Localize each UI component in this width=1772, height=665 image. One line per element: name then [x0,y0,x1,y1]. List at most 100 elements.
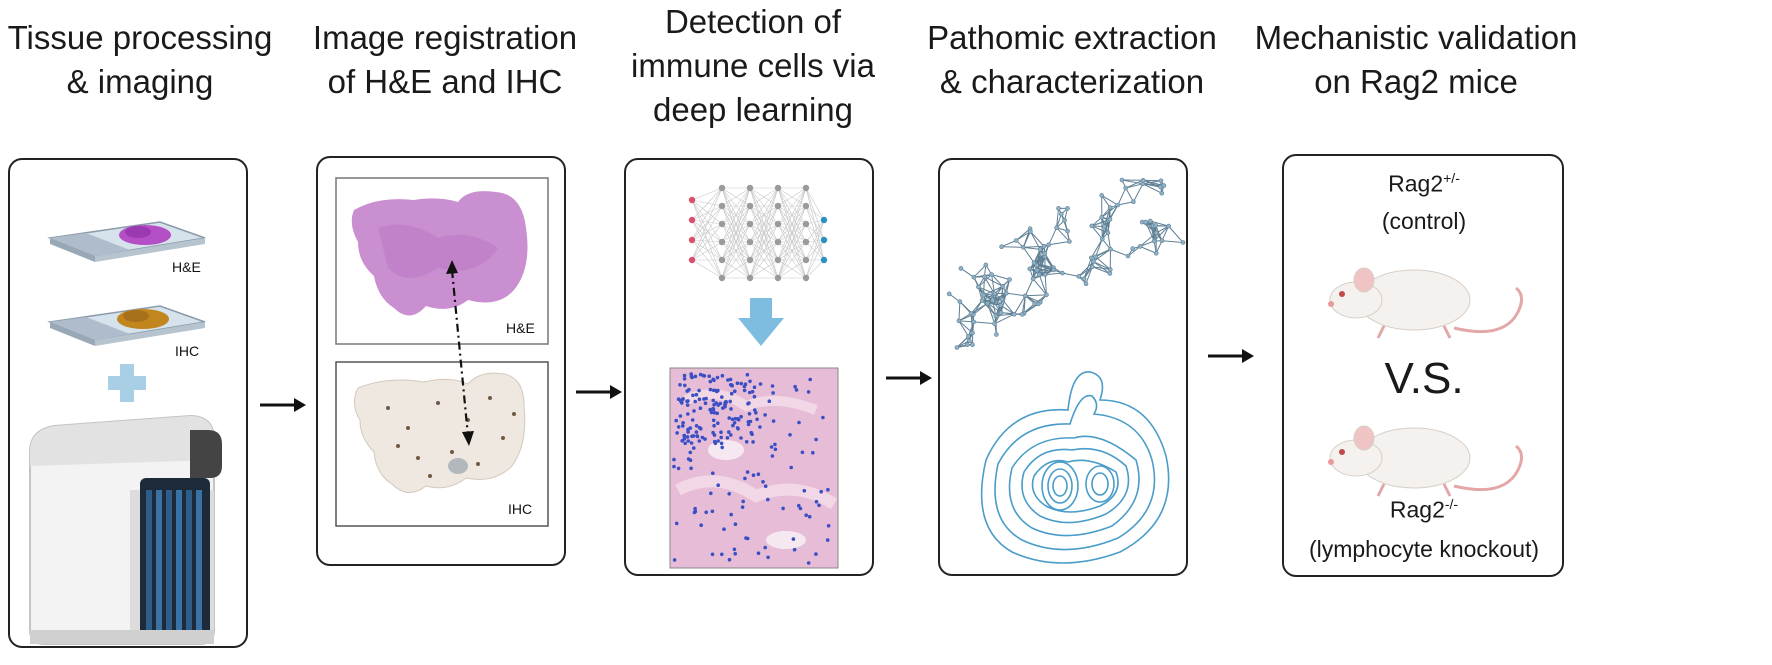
cell-node [1065,206,1070,211]
panel-pathomic-extraction [938,158,1188,576]
immune-cell-dot [708,379,713,384]
immune-cell-dot [707,374,711,378]
immune-cell-dot [674,521,679,526]
cell-node [1027,266,1033,272]
immune-cell-dot [719,430,723,435]
immune-cell-dot [720,552,724,557]
cell-node [998,303,1004,308]
immune-cell-dot [745,372,750,377]
cell-node [1158,178,1164,184]
immune-cell-dot [821,415,825,420]
cell-node [1021,245,1026,250]
immune-cell-dot [806,561,811,565]
cell-node [966,338,972,343]
immune-cell-dot [773,442,777,447]
nn-node [746,184,754,192]
cell-node [1007,277,1012,282]
immune-cell-dot [758,425,762,429]
cell-node [1028,229,1033,234]
panel-image-registration: H&E IHC [316,156,566,566]
immune-cell-dot [800,450,805,455]
cell-node [1131,199,1136,205]
cell-node [1148,218,1153,224]
immune-cell-dot [819,489,823,494]
immune-cell-dot [789,465,793,470]
immune-cell-dot [702,374,707,378]
cell-node [993,313,999,319]
nn-node [774,274,782,282]
cell-node [1153,223,1158,228]
immune-cell-dot [752,394,757,399]
immune-cell-dot [702,397,706,401]
cell-node [1013,238,1019,243]
flow-arrow-2 [576,385,622,399]
rag2-control-label: Rag2+/- [1388,170,1460,197]
slide-scanner-icon [29,414,222,645]
cell-node [1036,272,1042,277]
immune-cell-dot [781,506,785,511]
cell-node [946,291,952,297]
cell-node [957,299,963,304]
cell-node [1042,251,1048,256]
cell-node [1107,271,1113,276]
immune-cell-dot [750,389,755,394]
immune-cell-dot [733,551,737,556]
cell-node [970,330,975,336]
cell-node [1035,301,1041,307]
immune-cell-dot [788,433,792,437]
immune-cell-dot [733,389,737,393]
immune-cell-dot [693,399,697,404]
immune-cell-dot [694,430,699,434]
cell-node [1090,264,1095,270]
cell-node [1089,255,1094,261]
cell-node [970,342,975,347]
neural-network-nodes [688,184,828,282]
nn-node [718,202,726,210]
immune-cell-dot [739,436,743,440]
immune-cell-dot [766,555,770,560]
cell-node [1011,311,1017,317]
immune-cell-dot [690,434,694,439]
nn-node [820,256,828,264]
registration-he-label: H&E [506,320,535,336]
cell-node [1119,177,1125,183]
nn-node [774,202,782,210]
immune-cell-dot [746,422,751,427]
cell-node [964,342,970,347]
cell-node [1031,260,1037,265]
immune-cell-dot [739,381,743,386]
immune-cell-dot [678,414,683,418]
immune-cell-dot [742,388,747,393]
panel-deep-learning [624,158,874,576]
cell-node [1065,228,1070,234]
immune-cell-dot [728,399,732,404]
nn-node [746,256,754,264]
immune-cell-dot [698,372,703,377]
cell-node [1151,238,1157,244]
immune-cell-dot [746,420,751,424]
immune-cell-dot [742,384,747,389]
immune-cell-dot [792,547,797,552]
immune-cell-dot [711,406,715,411]
cell-node [1030,276,1036,282]
cell-node [1153,251,1159,256]
cell-node [1099,193,1104,198]
immune-cell-dot [773,447,778,452]
stage-title-4: Pathomic extraction & characterization [927,19,1217,100]
cell-node [1099,214,1105,220]
immune-cell-dot [735,381,740,385]
immune-cell-dot [710,509,715,514]
plus-icon [108,364,146,402]
immune-cell-dot [793,384,797,389]
deep-learning-illustration [669,184,839,569]
immune-cell-dot [715,411,719,416]
immune-cell-dot [808,377,812,382]
immune-cell-dot [752,385,757,389]
immune-cell-dot [685,435,690,439]
immune-cell-dot [711,418,716,423]
nn-node [688,216,696,224]
cell-node [1000,284,1006,289]
cell-node [1076,274,1081,279]
nn-node [802,256,810,264]
cell-node [958,266,964,271]
